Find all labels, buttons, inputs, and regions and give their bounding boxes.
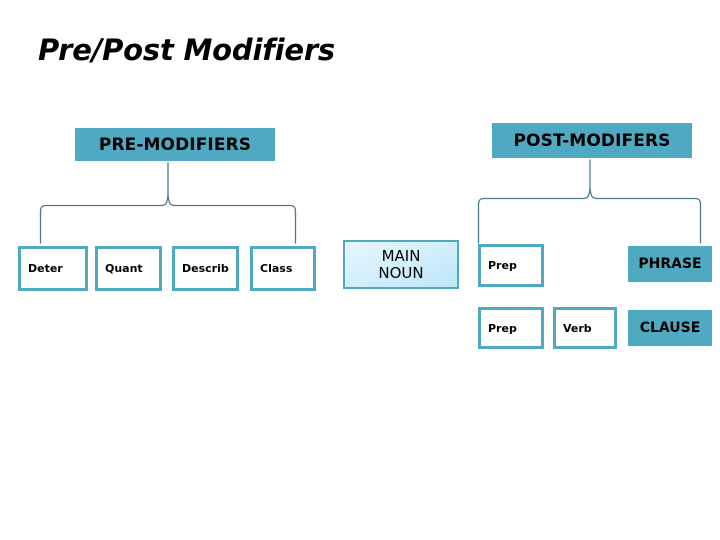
main-noun-box: MAIN NOUN xyxy=(343,240,459,289)
pre-modifier-box-quantifier: Quant xyxy=(95,246,162,291)
pre-modifier-box-describer: Describ xyxy=(172,246,239,291)
pre-modifier-box-classifier: Class xyxy=(250,246,316,291)
banner-pre-modifiers: PRE-MODIFIERS xyxy=(75,128,275,161)
post-modifier-box-prep-row2: Prep xyxy=(478,307,544,349)
post-modifier-tag-phrase: PHRASE xyxy=(628,246,712,282)
post-modifier-tag-clause: CLAUSE xyxy=(628,310,712,346)
main-noun-line-1: MAIN xyxy=(381,247,421,266)
page-title: Pre/Post Modifiers xyxy=(38,33,335,67)
post-modifier-box-prep-row1: Prep xyxy=(478,244,544,287)
banner-post-modifiers: POST-MODIFERS xyxy=(492,123,692,158)
pre-modifier-box-determiner: Deter xyxy=(18,246,88,291)
main-noun-line-2: NOUN xyxy=(378,263,424,282)
post-modifier-box-verb-row2: Verb xyxy=(553,307,617,349)
